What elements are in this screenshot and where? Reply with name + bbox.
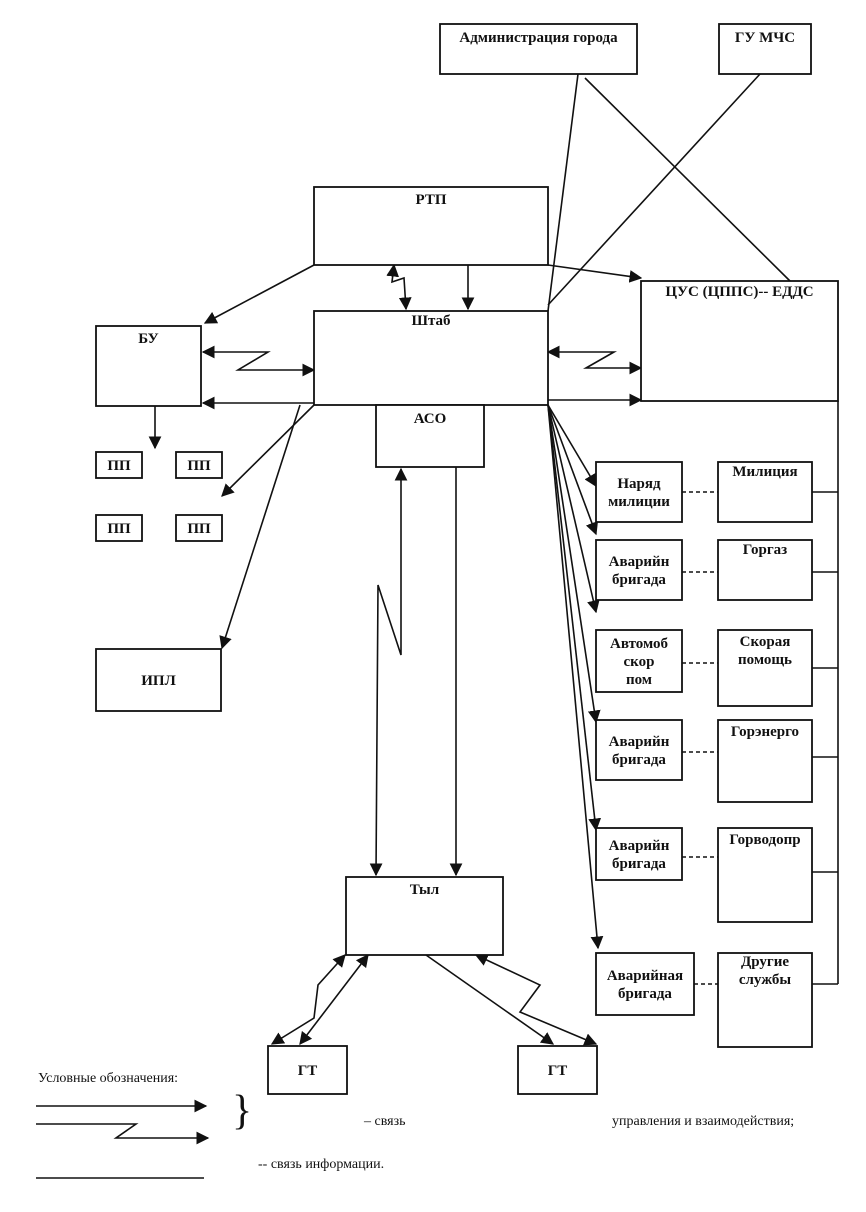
node-rtp: РТП [313,186,549,266]
node-bu: БУ [95,325,202,407]
tyl-gt2-zigzag [474,954,598,1046]
node-label: БУ [138,331,158,347]
shtab-to-brigade-arrow-2 [547,404,598,536]
rtp-to-cus-arrow [547,264,643,283]
node-label: Аварийн [609,554,670,570]
node-label: Другие [741,954,789,970]
node-label: Наряд [617,476,661,492]
shtab-cus-zigzag [546,345,643,375]
node-admin: Администрация города [439,23,638,75]
node-shtab: Штаб [313,310,549,406]
admin-to-cus-line [584,77,791,282]
node-label: милиции [608,494,670,510]
node-label: Штаб [411,313,450,329]
node-naryad: Наряд милиции [595,461,683,523]
node-label: пом [626,672,652,688]
node-label: РТП [415,192,446,208]
legend-brace: } [232,1088,253,1134]
shtab-to-brigade-arrow-5 [547,404,602,832]
node-pp3: ПП [95,514,143,542]
legend-zigzag-symbol [36,1123,210,1145]
rtp-to-bu-arrow [203,264,315,324]
aso-tyl-zigzag [369,467,408,877]
node-label: бригада [612,752,666,768]
node-label: Аварийн [609,734,670,750]
node-label: ПП [187,458,211,474]
shtab-to-pp-arrow [221,404,315,497]
node-avto: Автомоб скор пом [595,629,683,693]
node-gorgaz: Горгаз [717,539,813,601]
node-gt1: ГТ [267,1045,348,1095]
rtp-shtab-zigzag [386,263,412,311]
node-pp1: ПП [95,451,143,479]
admin-to-shtab-line [547,73,579,312]
node-label: помощь [738,652,792,668]
legend-control-rest: управления и взаимодействия; [612,1114,795,1129]
shtab-to-brigade-arrow-6 [547,404,604,950]
node-aso: АСО [375,404,485,468]
node-label: Горгаз [743,542,787,558]
node-pp4: ПП [175,514,223,542]
node-gt2: ГТ [517,1045,598,1095]
node-label: ПП [187,521,211,537]
legend-control-dash: – связь [364,1114,406,1129]
node-label: Милиция [732,464,797,480]
node-label: скор [624,654,655,670]
node-ipl: ИПЛ [95,648,222,712]
node-skoraya: Скорая помощь [717,629,813,707]
node-label: ПП [107,458,131,474]
node-label: ГТ [298,1063,318,1079]
node-label: Скорая [740,634,791,650]
node-drugie: Другие службы [717,952,813,1048]
node-label: Горводопр [729,832,800,848]
node-avar3: Аварийн бригада [595,827,683,881]
node-avar2: Аварийн бригада [595,719,683,781]
node-avar4: Аварийная бригада [595,952,695,1016]
node-gorvodopr: Горводопр [717,827,813,923]
legend-title: Условные обозначения: [38,1071,179,1086]
shtab-to-ipl-arrow [219,404,301,650]
node-gorenergo: Горэнерго [717,719,813,803]
node-pp2: ПП [175,451,223,479]
node-label: ГУ МЧС [735,30,795,46]
bu-shtab-zigzag [201,345,316,377]
shtab-to-brigade-arrow-1 [547,404,597,488]
node-gu_mchs: ГУ МЧС [718,23,812,75]
node-label: бригада [612,856,666,872]
shtab-to-brigade-arrow-3 [547,404,600,614]
node-avar1: Аварийн бригада [595,539,683,601]
tyl-gt1-zigzag [270,954,346,1045]
shtab-to-brigade-arrow-4 [547,404,601,724]
gumchs-to-shtab-line [547,73,761,306]
node-label: Горэнерго [731,724,799,740]
node-label: Аварийная [607,968,683,984]
node-label: АСО [414,411,447,427]
node-label: ИПЛ [141,673,176,689]
node-militsiya: Милиция [717,461,813,523]
node-cus: ЦУС (ЦППС)-- ЕДДС [640,280,839,402]
node-label: Тыл [410,882,440,898]
node-label: бригада [612,572,666,588]
node-label: ГТ [548,1063,568,1079]
node-tyl: Тыл [345,876,504,956]
node-label: Автомоб [610,636,668,652]
node-label: Аварийн [609,838,670,854]
node-label: службы [739,972,792,988]
node-label: ПП [107,521,131,537]
node-label: бригада [618,986,672,1002]
tyl-gt2-arrow [425,954,555,1045]
node-label: ЦУС (ЦППС)-- ЕДДС [665,284,813,300]
node-label: Администрация города [459,30,618,46]
legend-info: -- связь информации. [258,1157,385,1172]
